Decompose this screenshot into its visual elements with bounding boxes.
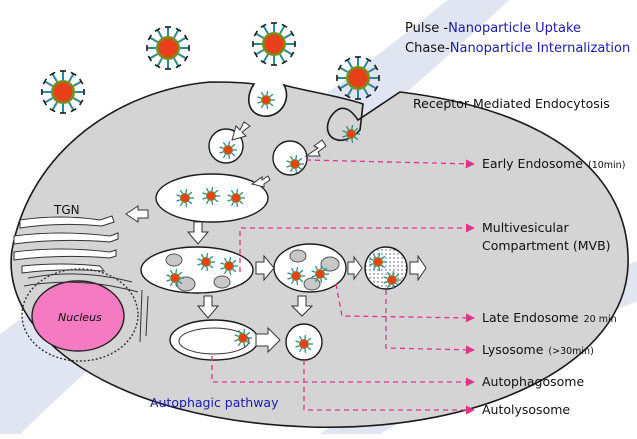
nanoparticle-internal (342, 125, 360, 143)
chase-text: Nanoparticle Internalization (450, 41, 630, 56)
nanoparticle-internal (166, 269, 184, 287)
stage-early-endosome: Early Endosome(10min) (482, 156, 625, 171)
pulse-text: Nanoparticle Uptake (448, 21, 581, 36)
nanoparticle-internal (311, 265, 329, 283)
stage-autophagosome: Autophagosome (482, 374, 584, 389)
intraluminal-vesicles (165, 249, 340, 292)
stage-lysosome: Lysosome(>30min) (482, 342, 594, 357)
nanoparticle-internal (220, 257, 238, 275)
pulse-line: Pulse -Nanoparticle Uptake (405, 21, 581, 36)
nanoparticle-internal (234, 329, 252, 347)
nanoparticle-free (146, 26, 190, 70)
nuclear-envelope (21, 268, 139, 362)
nanoparticle-internal (287, 267, 305, 285)
nanoparticle-internal (176, 189, 194, 207)
nucleus-label: Nucleus (58, 311, 102, 324)
nanoparticle-internal (295, 335, 313, 353)
autophagic-label: Autophagic pathway (150, 395, 279, 410)
pulse-prefix: Pulse - (405, 21, 448, 36)
stage-connectors (211, 159, 475, 415)
nanoparticle-layer (41, 22, 401, 353)
nucleus (31, 280, 125, 352)
nanoparticle-internal (286, 155, 304, 173)
chase-line: Chase-Nanoparticle Internalization (405, 41, 630, 56)
nanoparticle-free (336, 56, 380, 100)
stage-mvb-line2: Compartment (MVB) (482, 238, 611, 253)
nanoparticle-internal (227, 189, 245, 207)
stage-autolysosome: Autolysosome (482, 402, 570, 417)
subtitle: Receptor Mediated Endocytosis (413, 96, 610, 111)
nanoparticle-internal (202, 187, 220, 205)
pathway-arrows (125, 121, 427, 354)
nanoparticle-internal (369, 253, 387, 271)
chase-prefix: Chase- (405, 41, 450, 56)
tgn-stacks (13, 215, 119, 274)
nanoparticle-internal (197, 253, 215, 271)
nanoparticle-internal (219, 141, 237, 159)
nanoparticle-internal (257, 91, 275, 109)
stage-mvb-line1: Multivesicular (482, 220, 570, 235)
nanoparticle-internal (383, 271, 401, 289)
er-lines (23, 273, 149, 343)
nanoparticle-free (252, 22, 296, 66)
tgn-label: TGN (53, 203, 80, 217)
nanoparticle-free (41, 70, 85, 114)
